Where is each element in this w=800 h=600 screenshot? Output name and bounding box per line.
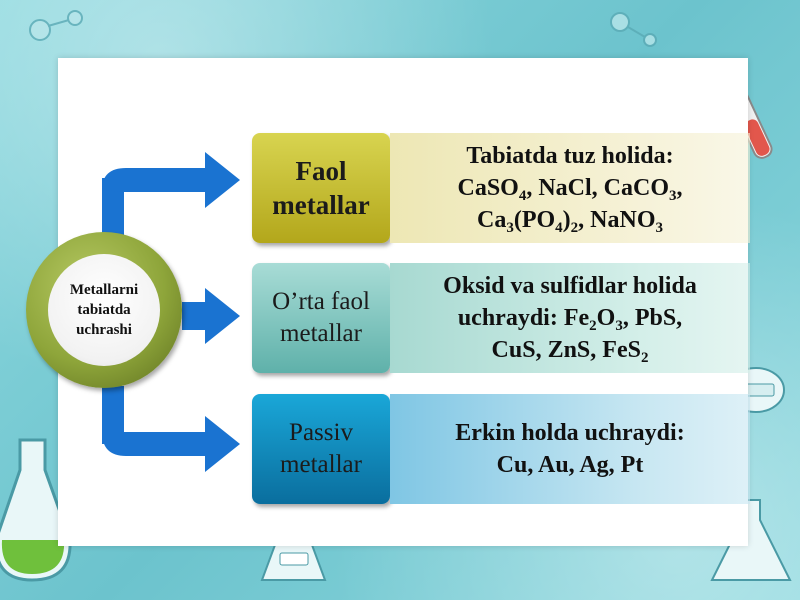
center-label-line1: Metallarni [69,282,139,298]
arrow-to-orta [182,288,240,344]
description-passiv: Erkin holda uchraydi: Cu, Au, Ag, Pt [390,394,750,504]
arrow-trunk-up [102,178,124,238]
center-node-inner: Metallarni tabiatda uchrashi [48,254,160,366]
description-faol: Tabiatda tuz holida: CaSO4, NaCl, CaCO3,… [390,133,750,243]
category-orta-faol: O’rta faol metallar [252,263,390,373]
center-node: Metallarni tabiatda uchrashi [26,232,182,388]
category-orta-line2: metallar [280,320,362,347]
category-orta-line1: O’rta faol [272,288,370,315]
arrow-to-faol [102,152,240,208]
category-faol: Faol metallar [252,133,390,243]
molecule-icon [29,10,657,47]
arrow-to-passiv [102,416,240,472]
category-passiv-line1: Passiv [289,419,353,446]
center-label-line3: uchrashi [76,322,132,338]
desc-passiv-line2: Cu, Au, Ag, Pt [496,452,644,478]
center-label: Metallarni tabiatda uchrashi [54,280,154,340]
description-orta-faol: Oksid va sulfidlar holida uchraydi: Fe2O… [390,263,750,373]
category-passiv-line2: metallar [280,451,362,478]
arrow-trunk-down [102,386,124,444]
desc-passiv-line1: Erkin holda uchraydi: [455,420,685,446]
desc-faol-line2: CaSO4, NaCl, CaCO3, [457,175,683,204]
category-faol-line1: Faol [295,156,347,186]
desc-faol-line3: Ca3(PO4)2, NaNO3 [476,207,663,236]
category-passiv: Passiv metallar [252,394,390,504]
desc-orta-line3: CuS, ZnS, FeS2 [491,337,649,366]
center-label-line2: tabiatda [77,302,131,318]
desc-orta-line1: Oksid va sulfidlar holida [443,273,697,299]
desc-orta-line2: uchraydi: Fe2O3, PbS, [457,305,683,334]
category-faol-line2: metallar [272,190,370,220]
desc-faol-line1: Tabiatda tuz holida: [466,143,674,169]
